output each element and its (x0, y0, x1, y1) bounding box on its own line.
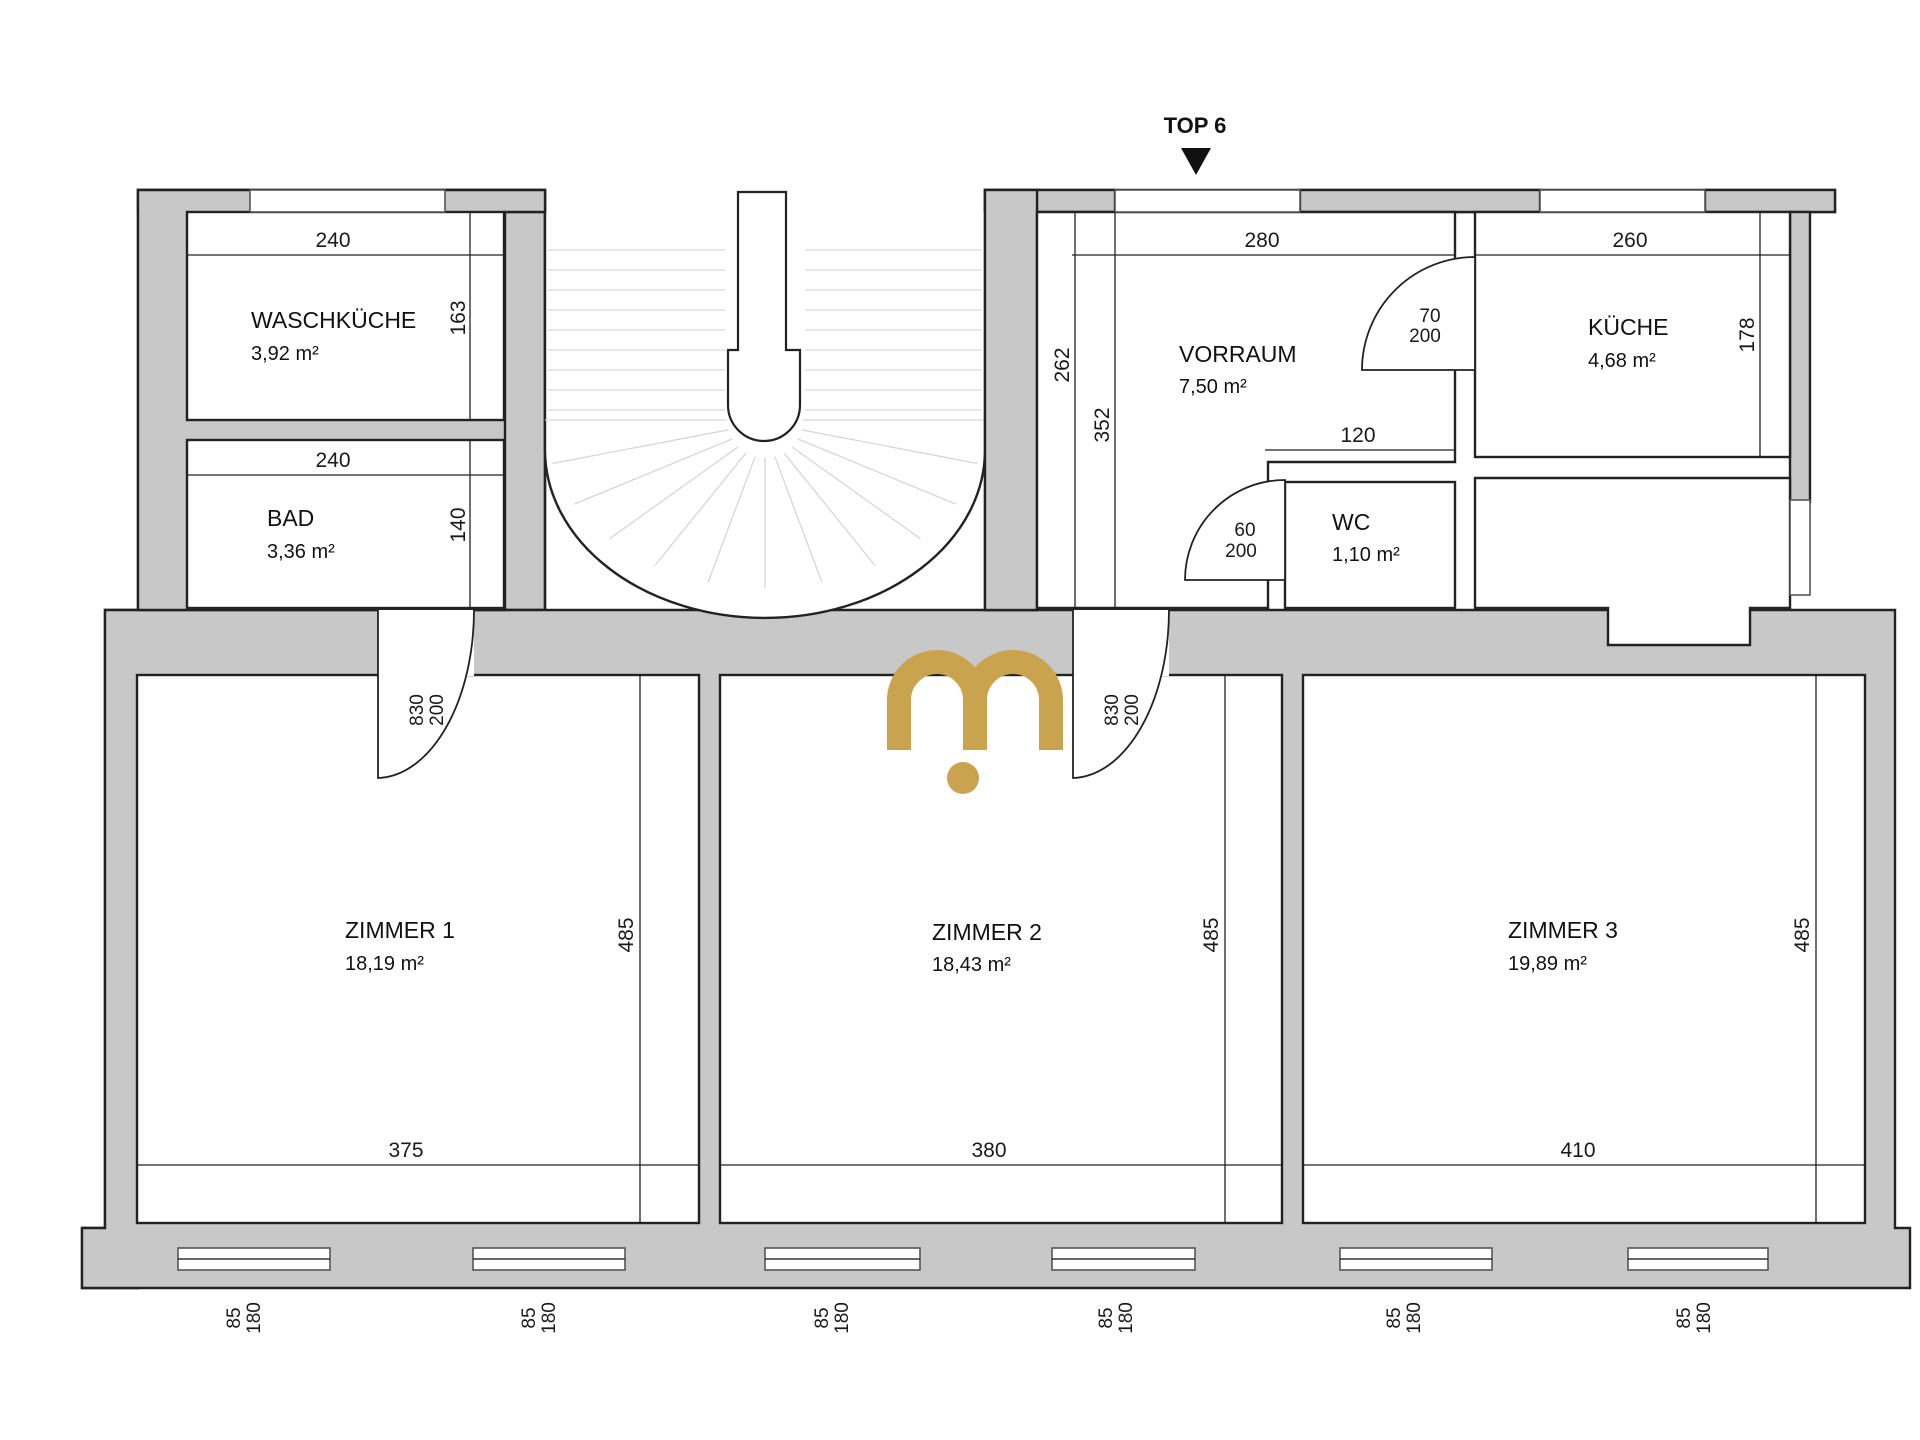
dimension-labels: 240 163 240 140 280 262 352 120 260 178 … (315, 229, 1814, 1162)
wall-vorraum-left (983, 188, 1039, 612)
stair-tread (797, 438, 956, 505)
door-zimmer1 (377, 609, 475, 779)
stair-tread (783, 452, 876, 566)
window-4-height: 180 (1116, 1302, 1137, 1334)
room-area-bad: 3,36 m² (267, 541, 335, 563)
unit-label: TOP 6 (1164, 113, 1227, 138)
window-top-1 (249, 189, 446, 213)
wall-cap-4 (1298, 188, 1542, 214)
dim-kueche-width: 260 (1612, 229, 1647, 252)
door-zimmer2-width: 830 (1102, 694, 1123, 726)
room-area-zimmer1: 18,19 m² (345, 953, 424, 975)
room-area-vorraum: 7,50 m² (1179, 376, 1247, 398)
dim-waschkueche-height: 163 (447, 300, 470, 335)
window-2-width: 85 (519, 1307, 540, 1328)
window-6-height: 180 (1694, 1302, 1715, 1334)
room-zimmer1 (135, 673, 701, 1225)
room-area-zimmer3: 19,89 m² (1508, 953, 1587, 975)
room-name-vorraum: VORRAUM (1179, 341, 1297, 367)
window-top-3 (1539, 189, 1706, 213)
room-area-zimmer2: 18,43 m² (932, 954, 1011, 976)
room-area-wc: 1,10 m² (1332, 544, 1400, 566)
dim-zimmer1-height: 485 (615, 917, 638, 952)
room-name-kueche: KÜCHE (1588, 314, 1669, 340)
unit-marker: TOP 6 (1164, 113, 1227, 175)
room-kueche (1473, 210, 1792, 459)
dim-zimmer3-width: 410 (1560, 1139, 1595, 1162)
window-top-2 (1114, 189, 1301, 213)
room-labels: WASCHKÜCHE 3,92 m² BAD 3,36 m² VORRAUM 7… (251, 307, 1669, 976)
logo-watermark (887, 650, 1063, 794)
stair-tread (791, 446, 921, 540)
rooms (135, 210, 1867, 1225)
window-6-width: 85 (1674, 1307, 1695, 1328)
dim-vorraum-height-2: 352 (1091, 407, 1114, 442)
room-vorraum (1035, 210, 1457, 610)
window-labels: 85 180 85 180 85 180 85 180 85 180 85 18… (224, 1302, 1715, 1334)
room-name-bad: BAD (267, 505, 314, 531)
room-name-wc: WC (1332, 509, 1370, 535)
door-labels: 70 200 60 200 830 200 830 200 (407, 306, 1441, 726)
stair-tread (707, 456, 756, 583)
dim-zimmer2-height: 485 (1200, 917, 1223, 952)
bottom-windows (177, 1247, 1769, 1271)
window-right (1789, 499, 1811, 596)
stair-newel (726, 190, 802, 443)
room-name-waschkueche: WASCHKÜCHE (251, 307, 416, 333)
door-kueche-width: 70 (1419, 306, 1440, 327)
door-wc (1184, 479, 1286, 581)
dim-vorraum-width: 280 (1244, 229, 1279, 252)
window-3-width: 85 (812, 1307, 833, 1328)
dim-bad-width: 240 (315, 449, 350, 472)
door-kueche (1361, 256, 1476, 371)
entrance-arrow-icon (1181, 148, 1211, 175)
windows (177, 189, 1811, 1271)
dim-vorraum-notch: 120 (1340, 424, 1375, 447)
stair-steps (545, 249, 985, 588)
window-1-width: 85 (224, 1307, 245, 1328)
stair-tread (654, 452, 747, 566)
room-name-zimmer1: ZIMMER 1 (345, 917, 455, 943)
stair-tread (774, 456, 823, 583)
window-3-height: 180 (832, 1302, 853, 1334)
stair-tread (609, 446, 739, 540)
dim-zimmer1-width: 375 (388, 1139, 423, 1162)
room-area-waschkueche: 3,92 m² (251, 343, 319, 365)
door-wc-height: 200 (1225, 541, 1257, 562)
room-name-zimmer3: ZIMMER 3 (1508, 917, 1618, 943)
door-zimmer1-width: 830 (407, 694, 428, 726)
dimension-lines (137, 212, 1865, 1223)
window-2-height: 180 (539, 1302, 560, 1334)
window-5-width: 85 (1384, 1307, 1405, 1328)
window-4-width: 85 (1096, 1307, 1117, 1328)
dim-bad-height: 140 (447, 507, 470, 542)
stair-tread (801, 429, 978, 465)
room-bad (185, 438, 506, 610)
stair-tread (574, 438, 733, 505)
window-5-height: 180 (1404, 1302, 1425, 1334)
window-1-height: 180 (244, 1302, 265, 1334)
dim-waschkueche-width: 240 (315, 229, 350, 252)
room-zimmer3 (1301, 673, 1867, 1225)
doors (377, 256, 1476, 779)
wall-cap-5 (1703, 188, 1837, 214)
room-name-zimmer2: ZIMMER 2 (932, 919, 1042, 945)
stair-tread (552, 429, 729, 465)
room-wc (1283, 480, 1457, 610)
dim-kueche-height: 178 (1736, 317, 1759, 352)
door-kueche-height: 200 (1409, 326, 1441, 347)
door-zimmer1-height: 200 (427, 694, 448, 726)
wall-right-edge (1788, 210, 1812, 504)
stair-curved-wall (543, 212, 987, 620)
door-zimmer2 (1072, 609, 1170, 779)
stairwell (543, 190, 987, 620)
dim-zimmer3-height: 485 (1791, 917, 1814, 952)
door-wc-width: 60 (1234, 520, 1255, 541)
dim-zimmer2-width: 380 (971, 1139, 1006, 1162)
room-area-kueche: 4,68 m² (1588, 350, 1656, 372)
dim-vorraum-height-1: 262 (1051, 347, 1074, 382)
door-zimmer2-height: 200 (1122, 694, 1143, 726)
